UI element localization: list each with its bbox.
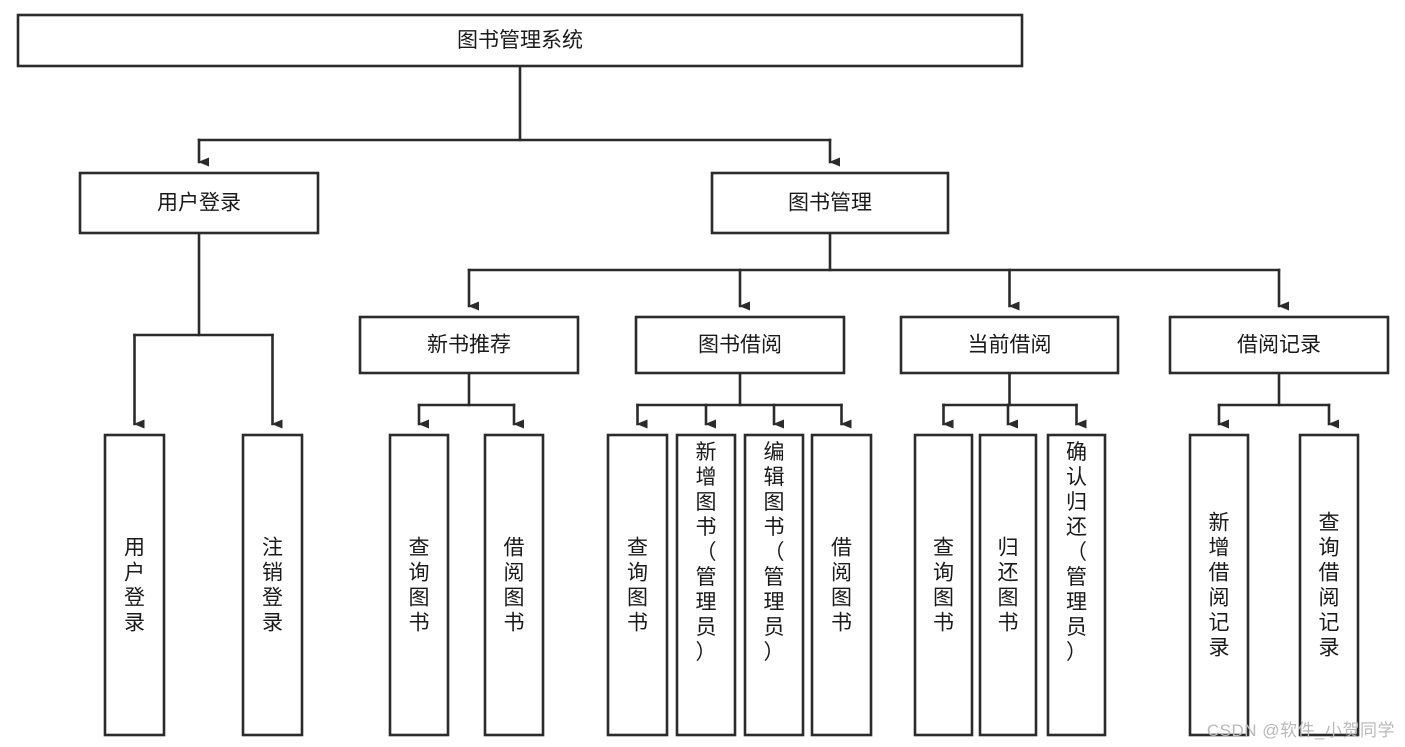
node-label: 查询图书: [409, 537, 430, 635]
node-box: [710, 171, 950, 235]
node-leaf-10[interactable]: 确认归还（管理员）: [1046, 433, 1107, 737]
node-box: [1046, 433, 1107, 737]
node-label: 注销登录: [262, 537, 283, 635]
node-leaf-1[interactable]: 注销登录: [241, 433, 304, 737]
node-box: [1168, 315, 1390, 375]
node-label: 借阅记录: [1237, 334, 1321, 357]
node-label: 新增图书（管理员）: [696, 441, 717, 664]
node-box: [1298, 433, 1360, 737]
node-box: [743, 433, 805, 737]
node-leaf-8[interactable]: 查询图书: [913, 433, 974, 737]
node-leaf-0[interactable]: 用户登录: [103, 433, 166, 737]
node-label: 查询图书: [627, 537, 648, 635]
node-box: [978, 433, 1038, 737]
node-label: 查询借阅记录: [1319, 512, 1340, 660]
node-leaf-6[interactable]: 编辑图书（管理员）: [743, 433, 805, 737]
node-level3-0[interactable]: 新书推荐: [358, 315, 580, 375]
node-label: 用户登录: [157, 192, 241, 215]
node-level3-3[interactable]: 借阅记录: [1168, 315, 1390, 375]
connectors-layer: [133, 64, 1339, 429]
node-label: 用户登录: [124, 537, 145, 635]
node-root-图书管理系统[interactable]: 图书管理系统: [16, 13, 1024, 68]
node-level2-1[interactable]: 图书管理: [710, 171, 950, 235]
node-label: 借阅图书: [504, 537, 525, 635]
node-box: [810, 433, 873, 737]
node-leaf-12[interactable]: 查询借阅记录: [1298, 433, 1360, 737]
node-box: [913, 433, 974, 737]
node-box: [675, 433, 737, 737]
node-label: 确认归还（管理员）: [1066, 441, 1087, 664]
node-label: 新增借阅记录: [1209, 512, 1230, 660]
node-box: [241, 433, 304, 737]
node-label: 编辑图书（管理员）: [764, 441, 785, 664]
node-level3-2[interactable]: 当前借阅: [899, 315, 1120, 375]
csdn-watermark: CSDN @软件_小贺同学: [1206, 721, 1395, 740]
node-leaf-11[interactable]: 新增借阅记录: [1188, 433, 1250, 737]
node-box: [899, 315, 1120, 375]
node-label: 图书管理系统: [457, 29, 583, 52]
node-label: 归还图书: [998, 537, 1019, 635]
node-label: 新书推荐: [427, 334, 511, 357]
node-label: 图书借阅: [698, 334, 782, 357]
node-box: [1188, 433, 1250, 737]
node-leaf-4[interactable]: 查询图书: [606, 433, 669, 737]
node-level2-0[interactable]: 用户登录: [78, 171, 320, 235]
node-leaf-9[interactable]: 归还图书: [978, 433, 1038, 737]
node-box: [78, 171, 320, 235]
node-label: 借阅图书: [831, 537, 852, 635]
node-leaf-5[interactable]: 新增图书（管理员）: [675, 433, 737, 737]
node-box: [358, 315, 580, 375]
node-leaf-7[interactable]: 借阅图书: [810, 433, 873, 737]
node-label: 当前借阅: [968, 334, 1052, 357]
node-box: [388, 433, 450, 737]
node-label: 查询图书: [933, 537, 954, 635]
node-leaf-2[interactable]: 查询图书: [388, 433, 450, 737]
node-label: 图书管理: [788, 192, 872, 215]
node-box: [483, 433, 545, 737]
node-box: [606, 433, 669, 737]
node-box: [103, 433, 166, 737]
node-box: [634, 315, 846, 375]
node-leaf-3[interactable]: 借阅图书: [483, 433, 545, 737]
nodes-layer: 图书管理系统用户登录图书管理新书推荐图书借阅当前借阅借阅记录用户登录注销登录查询…: [16, 13, 1390, 737]
node-level3-1[interactable]: 图书借阅: [634, 315, 846, 375]
node-box: [16, 13, 1024, 68]
